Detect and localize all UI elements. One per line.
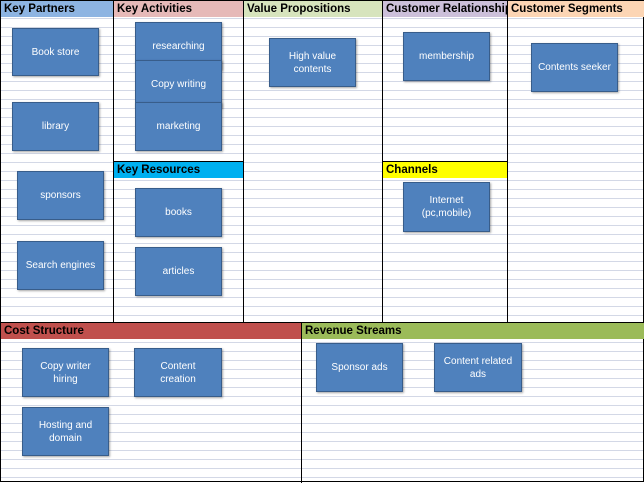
key-partners-header: Key Partners xyxy=(1,1,113,17)
note-books[interactable]: books xyxy=(135,188,222,237)
note-label: sponsors xyxy=(40,190,81,201)
note-label: researching xyxy=(152,40,205,52)
note-label: Copy writer hiring xyxy=(40,360,91,385)
note-contents-seeker[interactable]: Contents seeker xyxy=(531,43,618,92)
customer-segments-header: Customer Segments xyxy=(508,1,644,17)
note-sponsor-ads[interactable]: Sponsor ads xyxy=(316,343,403,392)
note-articles[interactable]: articles xyxy=(135,247,222,296)
note-label: Content creation xyxy=(160,360,196,385)
revenue-streams-header: Revenue Streams xyxy=(302,323,644,339)
note-book-store[interactable]: Book store xyxy=(12,28,99,76)
note-label: Sponsor ads xyxy=(331,362,388,373)
divider xyxy=(301,322,302,483)
note-copy-writing[interactable]: Copy writing xyxy=(135,60,222,108)
note-label: High value contents xyxy=(288,50,337,75)
divider xyxy=(507,1,508,322)
note-label: Hosting and domain xyxy=(38,419,93,444)
note-membership[interactable]: membership xyxy=(403,32,490,81)
divider xyxy=(113,161,243,162)
divider xyxy=(243,1,244,322)
divider xyxy=(1,322,644,323)
note-label: library xyxy=(41,121,70,132)
note-label: marketing xyxy=(156,121,201,132)
note-marketing[interactable]: marketing xyxy=(135,102,222,151)
customer-relationship-header: Customer Relationship xyxy=(383,1,507,17)
channels-header: Channels xyxy=(383,162,507,178)
note-internet[interactable]: Internet (pc,mobile) xyxy=(403,182,490,232)
note-label: Copy writing xyxy=(150,78,207,90)
note-library[interactable]: library xyxy=(12,102,99,151)
note-content-related-ads[interactable]: Content related ads xyxy=(434,343,522,392)
note-label: articles xyxy=(162,266,195,277)
note-copy-writer-hiring[interactable]: Copy writer hiring xyxy=(22,348,109,397)
note-search-engines[interactable]: Search engines xyxy=(17,241,104,290)
note-content-creation[interactable]: Content creation xyxy=(134,348,222,397)
key-resources-header: Key Resources xyxy=(114,162,243,178)
note-high-value-contents[interactable]: High value contents xyxy=(269,38,356,87)
note-hosting-and-domain[interactable]: Hosting and domain xyxy=(22,407,109,456)
note-sponsors[interactable]: sponsors xyxy=(17,171,104,220)
note-label: Contents seeker xyxy=(538,62,611,73)
note-label: Internet (pc,mobile) xyxy=(421,195,472,219)
note-label: membership xyxy=(418,51,475,62)
divider xyxy=(382,161,507,162)
note-label: books xyxy=(165,207,192,218)
note-label: Book store xyxy=(31,46,80,58)
value-propositions-header: Value Propositions xyxy=(244,1,382,17)
note-label: Search engines xyxy=(25,260,96,271)
note-label: Content related ads xyxy=(443,355,513,380)
cost-structure-header: Cost Structure xyxy=(1,323,301,339)
key-activities-header: Key Activities xyxy=(114,1,243,17)
